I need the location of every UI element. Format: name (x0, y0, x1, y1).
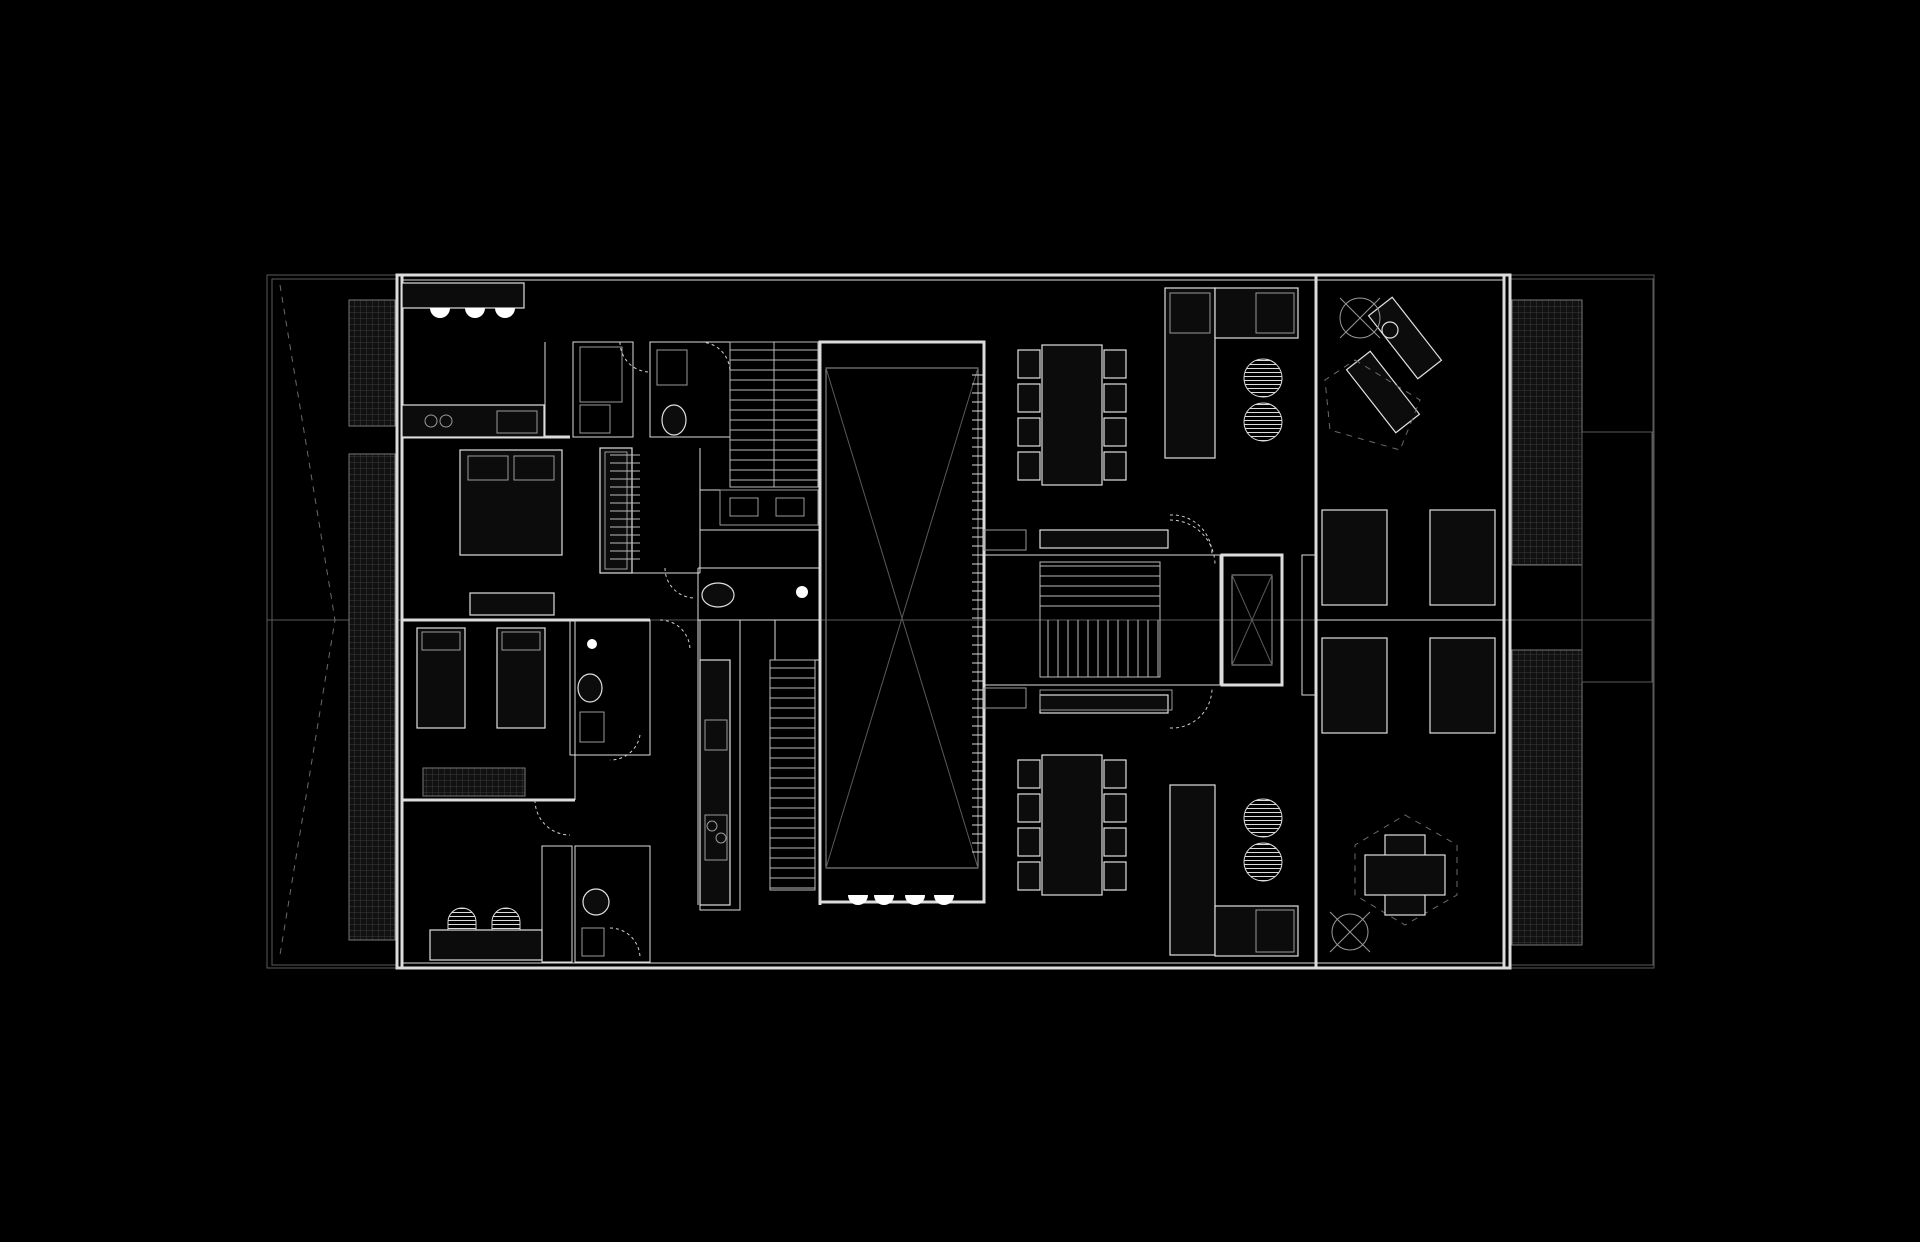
central-courtyard (818, 340, 986, 904)
sofa-bottom (1169, 784, 1299, 957)
kitchen-counter (401, 282, 545, 438)
stair-left (729, 341, 819, 891)
pendant-lights-courtyard (848, 895, 954, 905)
right-terrace (1509, 278, 1654, 966)
radiator (422, 767, 526, 797)
terrace-loungers (1324, 296, 1443, 451)
kitchen-galley (699, 659, 731, 906)
bathroom-center (701, 489, 819, 608)
bedroom-3-furniture (429, 907, 543, 961)
dresser (469, 592, 555, 616)
courtyard-louvers (972, 374, 984, 853)
door-swings (534, 341, 1216, 959)
bathroom-left-2 (577, 639, 605, 743)
dining-table-top (1017, 344, 1127, 486)
stair-left-treads (610, 349, 818, 889)
master-bed (459, 449, 563, 556)
left-terrace (271, 278, 398, 966)
twin-beds (416, 627, 546, 729)
core-stair-treads (1040, 565, 1160, 677)
core-doors (1169, 514, 1213, 729)
terrace-armchairs (1321, 509, 1496, 734)
dining-table-bottom (1017, 754, 1127, 896)
sofa-top (1164, 287, 1299, 459)
bathroom-top (579, 346, 688, 436)
bathroom-bottom (581, 888, 610, 957)
terrace-table-umbrella (1329, 814, 1458, 953)
pendant-lights-top-left (430, 308, 515, 318)
core (983, 529, 1317, 714)
